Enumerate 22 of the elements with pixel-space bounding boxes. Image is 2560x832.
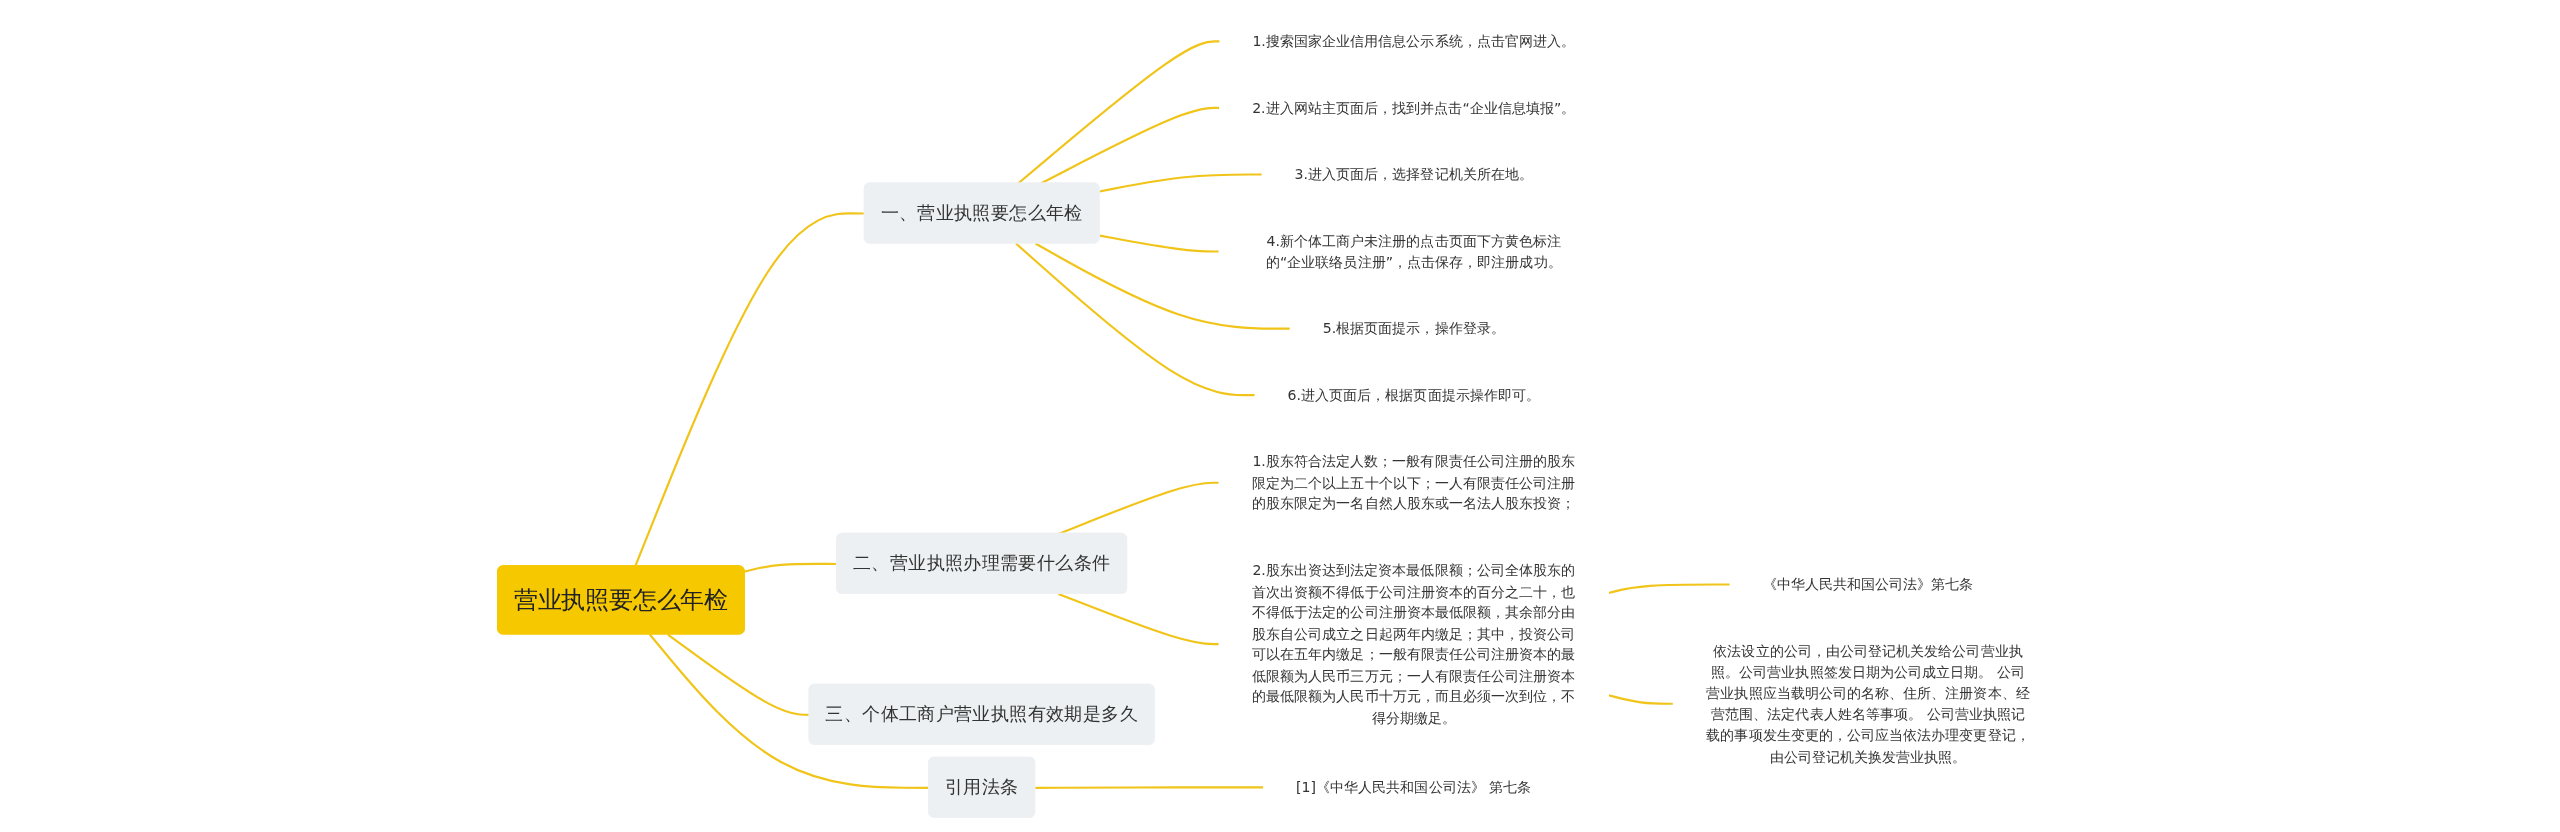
connector — [648, 633, 929, 789]
connector — [1057, 592, 1219, 646]
node-text: 6.进入页面后，根据页面提示操作即可。 — [1287, 386, 1540, 403]
connector — [1608, 694, 1674, 705]
node-text: 1.搜索国家企业信用信息公示系统，点击官网进入。 — [1252, 33, 1575, 50]
node-text: 5.根据页面提示，操作登录。 — [1322, 320, 1505, 337]
node-text: 《中华人民共和国公司法》第七条 — [1762, 576, 1974, 593]
connector — [1015, 242, 1255, 397]
connector — [1035, 786, 1264, 789]
connector — [1608, 583, 1730, 595]
connector — [1099, 234, 1219, 253]
node-text: 3.进入页面后，选择登记机关所在地。 — [1294, 166, 1533, 183]
node-text: 4.新个体工商户未注册的点击页面下方黄色标注的“企业联络员注册”，点击保存，即注册成功。 — [1265, 232, 1562, 270]
connector — [1099, 173, 1262, 193]
node-text: [1]《中华人民共和国公司法》 第七条 — [1295, 778, 1532, 796]
node-text: 2.进入网站主页面后，找到并点击“企业信息填报”。 — [1251, 99, 1576, 116]
node-text: 2.股东出资达到法定资本最低限额；公司全体股东的首次出资额不得低于公司注册资本的百分之二十，也不得低于法定的公司注册资本最低限额，其余部分由股东自公司成立之日起两年内缴足；其中，投资公司可以在五年内缴足；一般有限责任公司注册资本的最低限额为人民币三万元；一人有限责任公司注册资本的最低限额为人民币十万元，而且必须一次到位，不得分期缴足。 — [1251, 561, 1576, 726]
connector — [634, 212, 865, 567]
connector — [1034, 242, 1291, 330]
node-text: 1.股东符合法定人数；一般有限责任公司注册的股东限定为二个以上五十个以下；一人有限责任公司注册的股东限定为一名自然人股东或一名法人股东投资； — [1251, 453, 1576, 512]
connector — [1057, 481, 1219, 535]
node-text: 依法设立的公司，由公司登记机关发给公司营业执照。公司营业执照签发日期为公司成立日期。 公司营业执照应当载明公司的名称、住所、注册资本、经营范围、法定代表人姓名等事项。 公司营业执照记载的事项发生变更的，公司应当依法办理变更登记，由公司登记机关换发营业执照。 — [1706, 642, 2030, 765]
